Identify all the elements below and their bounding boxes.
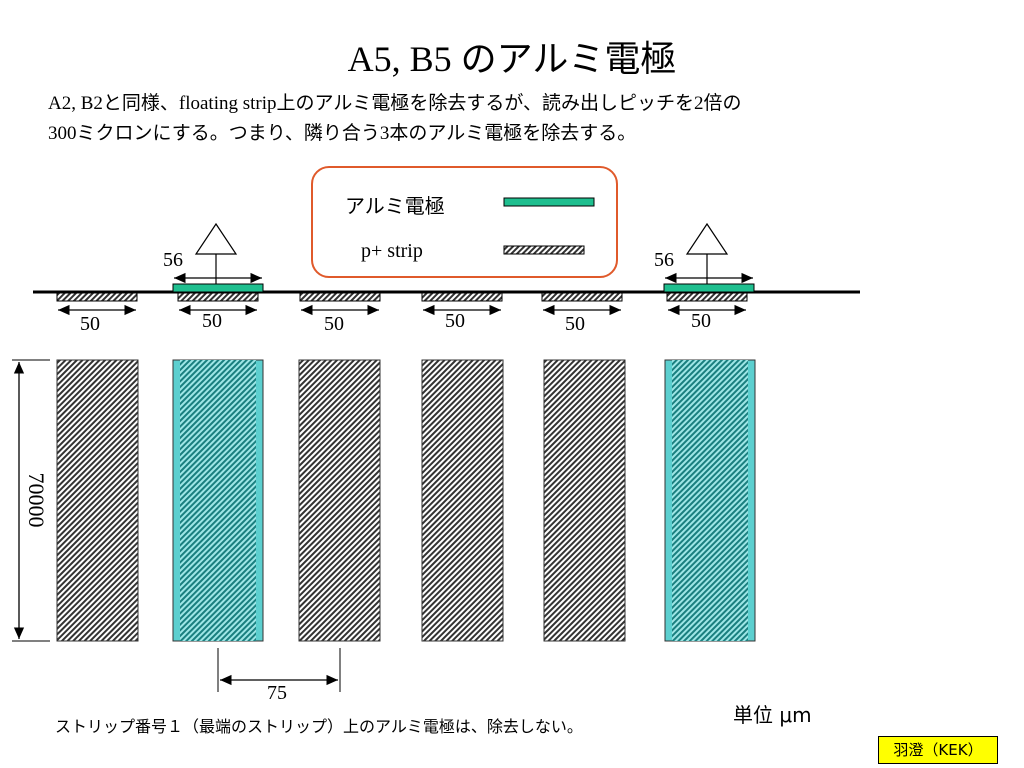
strip-top-1 <box>56 359 139 642</box>
pstrip-6 <box>666 292 748 302</box>
strip-top-6-aluminum <box>664 359 756 642</box>
strip-top-4 <box>421 359 504 642</box>
dim-strip-width-2: 50 <box>202 310 222 332</box>
page-title: A5, B5 のアルミ電極 <box>347 39 677 79</box>
pstrip-1 <box>56 292 138 302</box>
footnote: ストリップ番号１（最端のストリップ）上のアルミ電極は、除去しない。 <box>55 717 583 736</box>
dim-readout-right: 56 <box>654 249 674 271</box>
pstrip-2 <box>177 292 259 302</box>
strip-top-5 <box>543 359 626 642</box>
pstrip-4 <box>421 292 503 302</box>
legend-aluminum-label: アルミ電極 <box>345 194 445 218</box>
aluminum-electrode-right <box>663 283 755 293</box>
triangle-readout-icon <box>685 222 729 284</box>
dim-strip-width-5: 50 <box>565 313 585 335</box>
dim-strip-width-4: 50 <box>445 310 465 332</box>
credit-badge: 羽澄（KEK） <box>878 736 998 764</box>
description: A2, B2と同様、floating strip上のアルミ電極を除去するが、読み… <box>48 89 988 149</box>
legend-pstrip-label: p+ strip <box>361 240 423 262</box>
legend-box <box>311 166 618 278</box>
dim-strip-width-3: 50 <box>324 313 344 335</box>
triangle-readout-icon <box>194 222 238 284</box>
strip-top-2-aluminum <box>172 359 264 642</box>
dim-readout-left: 56 <box>163 249 183 271</box>
description-line-2: 300ミクロンにする。つまり、隣り合う3本のアルミ電極を除去する。 <box>48 123 637 144</box>
dim-pitch: 75 <box>267 682 287 704</box>
pstrip-3 <box>299 292 381 302</box>
pstrip-5 <box>541 292 623 302</box>
legend-aluminum-sample <box>503 197 595 207</box>
strip-top-3 <box>298 359 381 642</box>
legend-pstrip-sample <box>503 245 585 255</box>
description-line-1: A2, B2と同様、floating strip上のアルミ電極を除去するが、読み… <box>48 93 742 114</box>
aluminum-electrode-left <box>172 283 264 293</box>
dim-strip-width-6: 50 <box>691 310 711 332</box>
dim-strip-width-1: 50 <box>80 313 100 335</box>
unit-label: 単位 μm <box>733 703 812 727</box>
dim-length: 70000 <box>24 472 49 528</box>
